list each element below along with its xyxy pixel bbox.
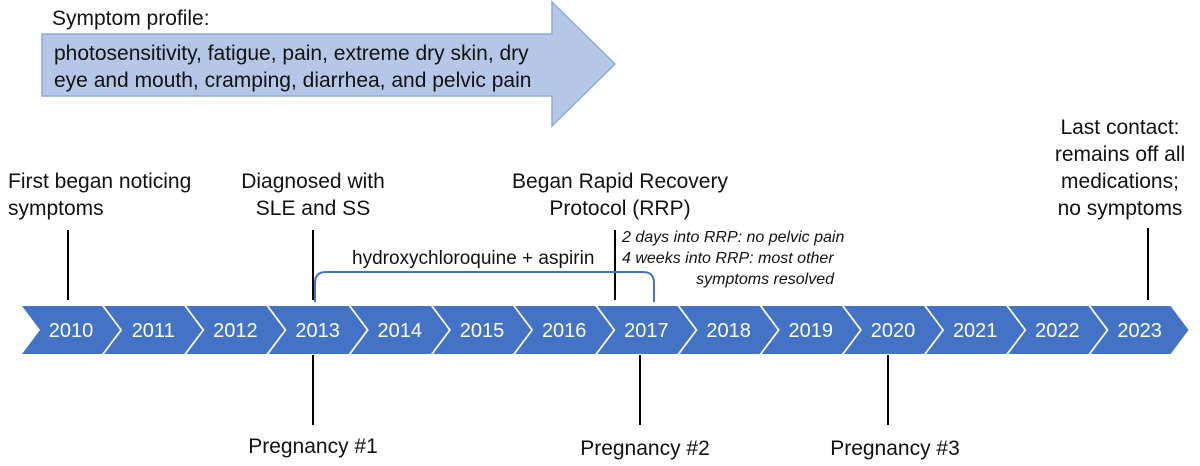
year-chevron [104, 306, 203, 354]
rrp-note-2: 4 weeks into RRP: most other [622, 250, 834, 267]
year-chevron [597, 306, 696, 354]
symptom-profile-heading: Symptom profile: [52, 7, 210, 30]
event-last-contact-line-1: Last contact: [1060, 116, 1180, 139]
year-chevron [1090, 306, 1189, 354]
year-label: 2015 [460, 320, 505, 342]
event-first-symptoms-line-2: symptoms [8, 197, 104, 220]
event-pregnancy-3: Pregnancy #3 [830, 437, 960, 460]
year-label: 2014 [378, 320, 423, 342]
year-chevron [1008, 306, 1107, 354]
event-diagnosis-line-2: SLE and SS [255, 197, 371, 220]
event-diagnosis-line-1: Diagnosed with [241, 170, 385, 193]
year-chevron [926, 306, 1025, 354]
year-chevrons: 2010 2011 2012 2013 2014 2015 2016 2017 2018 2019… [22, 306, 1189, 354]
year-chevron [22, 306, 120, 354]
treatment-bracket [314, 271, 655, 302]
year-chevron [515, 306, 614, 354]
year-chevron [679, 306, 778, 354]
rrp-note-1: 2 days into RRP: no pelvic pain [622, 229, 845, 246]
year-label: 2023 [1117, 320, 1162, 342]
symptom-profile-line-1: photosensitivity, fatigue, pain, extreme… [54, 42, 529, 65]
event-first-symptoms-line-1: First began noticing [8, 170, 192, 193]
rrp-note-3: symptoms resolved [696, 271, 834, 288]
year-label: 2011 [132, 320, 175, 342]
year-label: 2020 [871, 320, 916, 342]
symptom-arrow [41, 0, 617, 128]
event-pregnancy-2: Pregnancy #2 [580, 437, 710, 460]
year-label: 2018 [706, 320, 751, 342]
year-label: 2016 [542, 320, 587, 342]
event-last-contact-line-3: medications; [1061, 170, 1179, 193]
year-chevron [268, 306, 367, 354]
year-label: 2013 [295, 320, 340, 342]
event-rrp-line-2: Protocol (RRP) [549, 197, 691, 220]
treatment-label: hydroxychloroquine + aspirin [352, 248, 595, 269]
year-label: 2010 [49, 320, 94, 342]
year-label: 2019 [789, 320, 834, 342]
year-label: 2012 [213, 320, 258, 342]
event-rrp-line-1: Began Rapid Recovery [512, 170, 728, 193]
event-last-contact-line-2: remains off all [1054, 143, 1186, 166]
year-chevron [186, 306, 285, 354]
year-label: 2021 [953, 320, 998, 342]
year-chevron [433, 306, 531, 354]
symptom-profile-line-2: eye and mouth, cramping, diarrhea, and p… [54, 69, 532, 92]
year-label: 2017 [624, 320, 669, 342]
event-last-contact-line-4: no symptoms [1057, 197, 1183, 220]
year-label: 2022 [1035, 320, 1080, 342]
year-chevron [761, 306, 860, 354]
year-chevron [350, 306, 449, 354]
year-chevron [844, 306, 942, 354]
event-pregnancy-1: Pregnancy #1 [248, 435, 378, 458]
